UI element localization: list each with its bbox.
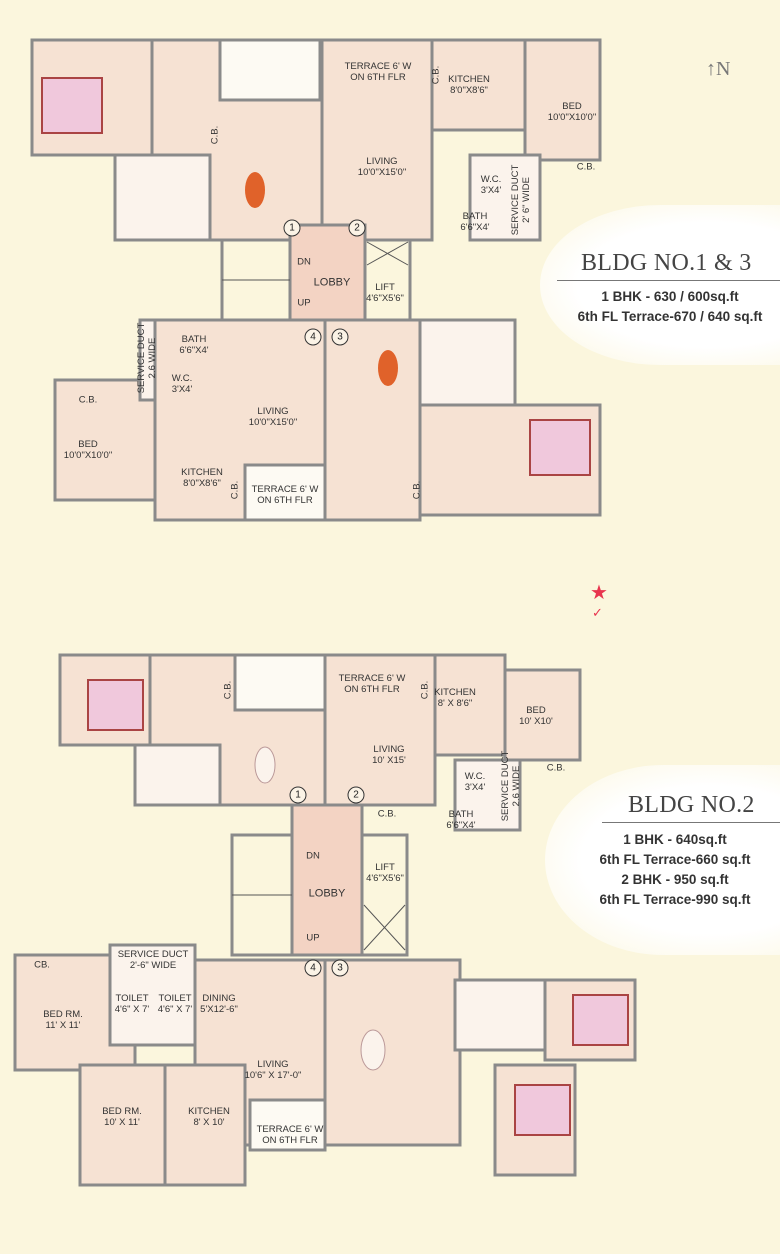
room-label: C.B. [546, 762, 566, 774]
flat-door-number: 1 [283, 219, 301, 237]
bed-lower-left [53, 378, 157, 502]
room-label: C.B. [209, 125, 221, 145]
room-label: C.B. [377, 808, 397, 820]
flat-door-number: 3 [331, 959, 349, 977]
bath-b-upper-right [453, 758, 522, 832]
stairs-up-label: UP [306, 932, 320, 944]
living-b-lower-right [323, 958, 462, 1147]
info-line: 6th FL Terrace-990 sq.ft [599, 892, 751, 907]
divider [557, 280, 780, 281]
room-label: C.B. [430, 65, 442, 85]
bed-top-right [523, 38, 602, 162]
divider [602, 822, 780, 823]
room-label: C.B. [229, 480, 241, 500]
bath-top-left [113, 153, 212, 242]
kitchen-top-right [430, 38, 534, 132]
info-line: 6th FL Terrace-660 sq.ft [599, 852, 751, 867]
room-label: C.B. [222, 680, 234, 700]
terrace-top [218, 38, 322, 102]
star-mark-icon: ★✓ [590, 582, 608, 620]
bath-wc-top-right [468, 153, 542, 242]
room-label: W.C.3'X4' [171, 373, 193, 395]
room-label: C.B. [78, 394, 98, 406]
terrace-lower [243, 463, 327, 522]
lobby-b [290, 803, 364, 957]
area-info: 1 BHK - 630 / 600sq.ft 6th FL Terrace-67… [560, 287, 780, 327]
room-label: W.C.3'X4' [480, 174, 502, 196]
stairs-down-label: DN [297, 256, 311, 268]
terrace-b-upper [233, 653, 327, 712]
north-arrow-icon: ↑N [706, 58, 731, 80]
building-title: BLDG NO.2 [628, 792, 755, 818]
info-line: 6th FL Terrace-670 / 640 sq.ft [577, 309, 763, 324]
room-label: LOBBY [308, 887, 346, 900]
room-label: C.B. [411, 480, 423, 500]
stairs-down-label: DN [306, 850, 320, 862]
room-label: W.C.3'X4' [464, 771, 486, 793]
toilets-b-right [453, 978, 547, 1052]
north-label: N [716, 58, 731, 80]
info-line: 2 BHK - 950 sq.ft [621, 872, 729, 887]
room-label: CB. [34, 959, 50, 971]
room-label: C.B. [576, 161, 596, 173]
flat-door-number: 1 [289, 786, 307, 804]
flat-door-number: 2 [348, 219, 366, 237]
bath-b-upper-left [133, 743, 222, 807]
room-label: BED RM.11' X 11' [43, 1009, 83, 1031]
info-line: 1 BHK - 630 / 600sq.ft [601, 289, 739, 304]
flat-door-number: 3 [331, 328, 349, 346]
room-label: LOBBY [313, 276, 351, 289]
flat-door-number: 2 [347, 786, 365, 804]
kitchen-2bhk [163, 1063, 247, 1187]
bed-rm-10x11 [78, 1063, 167, 1187]
lift-top [363, 238, 412, 322]
building-title: BLDG NO.1 & 3 [581, 250, 752, 276]
lobby-top [288, 223, 367, 322]
info-bubble-top [540, 205, 780, 365]
stairs-up-label: UP [297, 297, 311, 309]
bath-lower-right [418, 318, 517, 407]
room-label: BED RM.10' X 11' [102, 1106, 142, 1128]
lift-b [360, 833, 409, 957]
flat-door-number: 4 [304, 328, 322, 346]
living-lower-right [323, 318, 422, 522]
flat-door-number: 4 [304, 959, 322, 977]
room-label: C.B. [419, 680, 431, 700]
bed-b-upper-right [503, 668, 582, 762]
info-bubble-bottom [545, 765, 780, 955]
area-info: 1 BHK - 640sq.ft 6th FL Terrace-660 sq.f… [570, 830, 780, 910]
info-line: 1 BHK - 640sq.ft [623, 832, 727, 847]
living-top-right [320, 38, 434, 242]
